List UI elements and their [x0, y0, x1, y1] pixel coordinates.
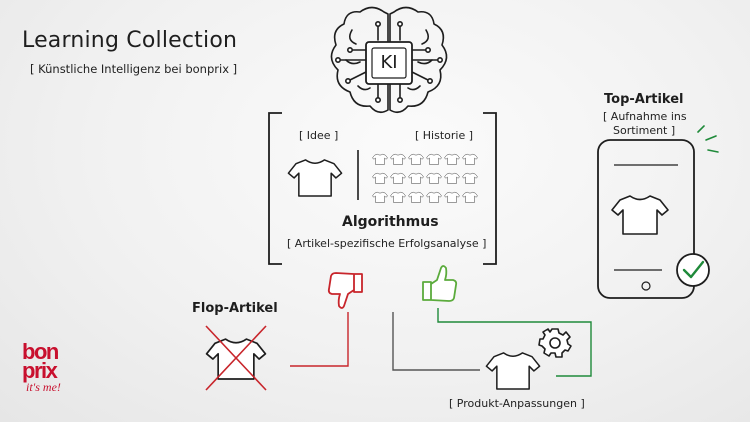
page-subtitle: [ Künstliche Intelligenz bei bonprix ] [30, 62, 238, 76]
algorithm-title: Algorithmus [342, 214, 439, 230]
history-shirt-icon [390, 191, 406, 203]
signal-lines-icon [697, 125, 719, 153]
adjustments-label: [ Produkt-Anpassungen ] [449, 397, 585, 410]
smartphone-icon [597, 139, 695, 299]
thumbs-up-icon [422, 265, 458, 302]
thumbs-down-icon [327, 272, 363, 309]
history-shirt-icon [444, 172, 460, 184]
algorithm-box-bracket [268, 112, 497, 265]
history-shirt-icon [372, 191, 388, 203]
history-shirt-icon [444, 191, 460, 203]
history-shirt-icon [426, 191, 442, 203]
top-article-subtitle-line1: [ Aufnahme ins [603, 110, 687, 123]
history-shirt-icon [444, 153, 460, 165]
check-badge-icon [676, 253, 710, 287]
adjusted-shirt-icon [485, 352, 541, 390]
idea-label: [ Idee ] [299, 129, 339, 142]
history-shirt-icon [372, 153, 388, 165]
chip-icon [365, 41, 413, 85]
bonprix-logo: bon prix it's me! [22, 339, 82, 395]
history-shirt-icon [426, 172, 442, 184]
history-shirt-icon [390, 153, 406, 165]
gear-icon [538, 328, 572, 358]
history-shirt-icon [426, 153, 442, 165]
history-shirt-icon [462, 172, 478, 184]
logo-line-1: bon [22, 339, 59, 364]
history-shirt-icon [372, 172, 388, 184]
history-shirt-icon [462, 153, 478, 165]
history-shirts-grid [372, 153, 478, 203]
history-shirt-icon [408, 153, 424, 165]
top-connector-line [437, 308, 592, 377]
history-shirt-icon [390, 172, 406, 184]
history-shirt-icon [408, 172, 424, 184]
history-label: [ Historie ] [415, 129, 474, 142]
idea-shirt-icon [287, 159, 343, 197]
history-shirt-icon [462, 191, 478, 203]
chip-label: KI [380, 52, 398, 73]
top-article-title: Top-Artikel [604, 92, 684, 107]
algorithm-subtitle: [ Artikel-spezifische Erfolgsanalyse ] [287, 237, 487, 250]
cross-icon [205, 325, 267, 391]
flop-connector-line [290, 312, 349, 367]
top-article-subtitle-line2: Sortiment ] [613, 124, 676, 137]
flop-article-title: Flop-Artikel [192, 301, 278, 316]
phone-shirt-icon [611, 195, 669, 235]
logo-tagline: it's me! [26, 380, 61, 394]
logo-line-2: prix [22, 358, 58, 383]
adjustment-connector-line [392, 312, 480, 371]
page-title: Learning Collection [22, 28, 238, 53]
brain-icon [330, 6, 448, 114]
history-shirt-icon [408, 191, 424, 203]
